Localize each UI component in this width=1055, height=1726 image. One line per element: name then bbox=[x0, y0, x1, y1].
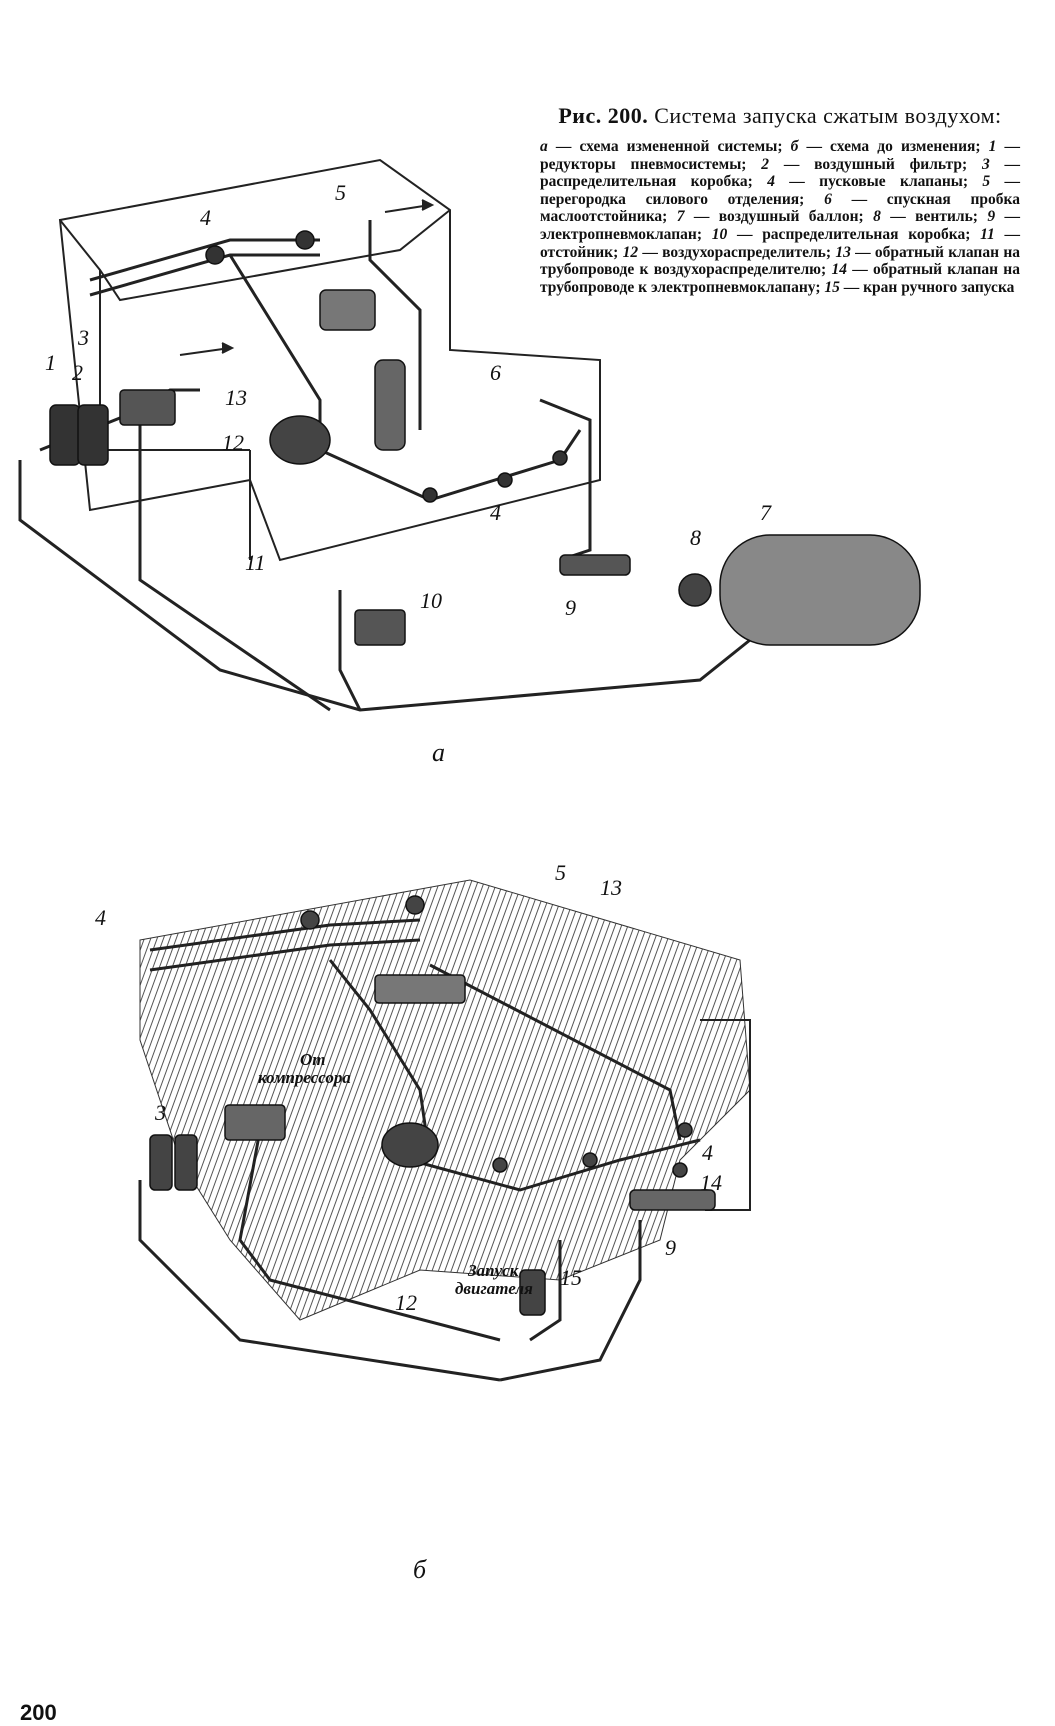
electro-pneumatic-valve-9-b bbox=[629, 1189, 716, 1211]
legend-text: — пусковые клапаны; bbox=[774, 173, 983, 191]
callout-a-8: 8 bbox=[690, 525, 701, 550]
caption-title: Рис. 200. Система запуска сжатым воздухо… bbox=[540, 104, 1020, 128]
callout-a-10: 10 bbox=[420, 588, 442, 613]
callout-a-4: 4 bbox=[200, 205, 211, 230]
legend-key: 14 bbox=[831, 261, 847, 279]
distribution-box-3-b bbox=[224, 1104, 286, 1141]
callout-b-3: 3 bbox=[154, 1100, 166, 1125]
legend-key: 4 bbox=[767, 173, 775, 191]
legend-key: 2 bbox=[761, 155, 770, 173]
reducer-1 bbox=[49, 404, 81, 466]
engine-hatched-body bbox=[139, 879, 751, 1321]
figure-caption: Рис. 200. Система запуска сжатым воздухо… bbox=[540, 104, 1020, 296]
callout-a-5: 5 bbox=[335, 180, 346, 205]
legend-text: — кран ручного запуска bbox=[839, 278, 1015, 296]
legend-key: 11 bbox=[980, 225, 995, 243]
legend-key: 13 bbox=[835, 243, 851, 261]
legend-key: 6 bbox=[824, 190, 832, 208]
legend-text: — схема измененной системы; bbox=[547, 138, 791, 155]
callout-a-9: 9 bbox=[565, 595, 576, 620]
pipe-main bbox=[18, 460, 751, 712]
legend-key: 3 bbox=[981, 155, 990, 173]
callout-b-5: 5 bbox=[555, 860, 566, 885]
callout-b-14: 14 bbox=[700, 1170, 722, 1195]
legend-key: 7 bbox=[676, 208, 685, 226]
legend-key: а bbox=[540, 138, 548, 155]
air-distributor-12 bbox=[269, 415, 331, 465]
air-distributor-12-b bbox=[381, 1122, 439, 1168]
engine-block bbox=[58, 158, 601, 562]
legend-text: — распределительная коробка; bbox=[727, 225, 981, 243]
legend-text: — распределительная коробка; bbox=[540, 155, 1020, 191]
electro-pneumatic-valve-9 bbox=[559, 554, 631, 576]
legend-text: — электропневмоклапан; bbox=[540, 208, 1020, 243]
legend-key: 9 bbox=[987, 208, 996, 226]
caption-title-prefix: Рис. 200. bbox=[558, 103, 649, 128]
legend-key: 12 bbox=[622, 243, 639, 261]
legend-text: — обратный клапан на трубопроводе к возд… bbox=[540, 243, 1021, 279]
legend-key: 15 bbox=[824, 278, 840, 296]
label-engine-start-2: двигателя bbox=[455, 1279, 533, 1298]
legend-text: — обратный клапан на трубопроводе к элек… bbox=[540, 261, 1020, 296]
figure-a-sublabel: а bbox=[432, 738, 445, 767]
distribution-box-10 bbox=[354, 609, 406, 646]
callout-a-2: 2 bbox=[72, 360, 83, 385]
legend-text: — вентиль; bbox=[880, 208, 988, 226]
callout-b-13: 13 bbox=[600, 875, 622, 900]
callout-a-7: 7 bbox=[760, 500, 772, 525]
callout-b-12: 12 bbox=[395, 1290, 417, 1315]
callout-a-11: 11 bbox=[245, 550, 265, 575]
label-engine-start-1: Запуск bbox=[467, 1261, 519, 1280]
legend-key: 1 bbox=[988, 138, 997, 155]
partition-5-b bbox=[374, 974, 466, 1004]
legend-key: б bbox=[790, 138, 799, 155]
legend-text: — отстойник; bbox=[540, 225, 1021, 261]
callout-b-4: 4 bbox=[95, 905, 106, 930]
callout-a-4b: 4 bbox=[490, 500, 501, 525]
legend-text: — редукторы пневмосистемы; bbox=[540, 138, 1021, 173]
legend-text: — схема до изменения; bbox=[798, 138, 989, 155]
air-cylinder-7 bbox=[719, 534, 921, 646]
callout-a-13: 13 bbox=[225, 385, 247, 410]
legend-key: 10 bbox=[711, 225, 728, 243]
callout-a-12: 12 bbox=[222, 430, 244, 455]
legend-text: — перегородка силового отделения; bbox=[540, 173, 1021, 208]
figure-a-diagram: 1 2 3 4 5 13 12 6 4 11 8 7 9 10 а bbox=[0, 150, 1055, 860]
manual-start-valve-15 bbox=[519, 1269, 546, 1316]
callout-a-3: 3 bbox=[77, 325, 89, 350]
valve-8 bbox=[678, 573, 712, 607]
figure-a-drawing: 1 2 3 4 5 13 12 6 4 11 8 7 9 10 bbox=[18, 158, 921, 712]
legend-text: — спускная пробка маслоотстойника; bbox=[540, 190, 1020, 226]
label-from-compressor-1: От bbox=[300, 1050, 326, 1069]
distribution-box-3 bbox=[119, 389, 176, 426]
figure-b-diagram: 4 5 13 3 4 14 9 12 15 От компрессора Зап… bbox=[0, 860, 1055, 1620]
legend-text: — воздушный фильтр; bbox=[769, 155, 982, 173]
figure-b-sublabel: б bbox=[413, 1555, 427, 1584]
caption-title-text: Система запуска сжатым воздухом: bbox=[654, 103, 1002, 128]
legend-text: — воздухораспределитель; bbox=[638, 243, 836, 261]
callout-a-1: 1 bbox=[45, 350, 56, 375]
page-number: 200 bbox=[20, 1700, 57, 1725]
engine-top bbox=[59, 209, 451, 302]
callout-b-9: 9 bbox=[665, 1235, 676, 1260]
label-from-compressor-2: компрессора bbox=[258, 1068, 351, 1087]
callout-b-4b: 4 bbox=[702, 1140, 713, 1165]
callout-a-6: 6 bbox=[490, 360, 501, 385]
figure-b-drawing: 4 5 13 3 4 14 9 12 15 От компрессора Зап… bbox=[95, 860, 751, 1382]
legend-key: 8 bbox=[873, 208, 881, 226]
caption-legend: а — схема измененной системы; б — схема … bbox=[540, 138, 1020, 296]
callout-b-15: 15 bbox=[560, 1265, 582, 1290]
legend-key: 5 bbox=[982, 173, 991, 191]
legend-text: — воздушный баллон; bbox=[684, 208, 874, 226]
partition-5 bbox=[319, 289, 376, 331]
